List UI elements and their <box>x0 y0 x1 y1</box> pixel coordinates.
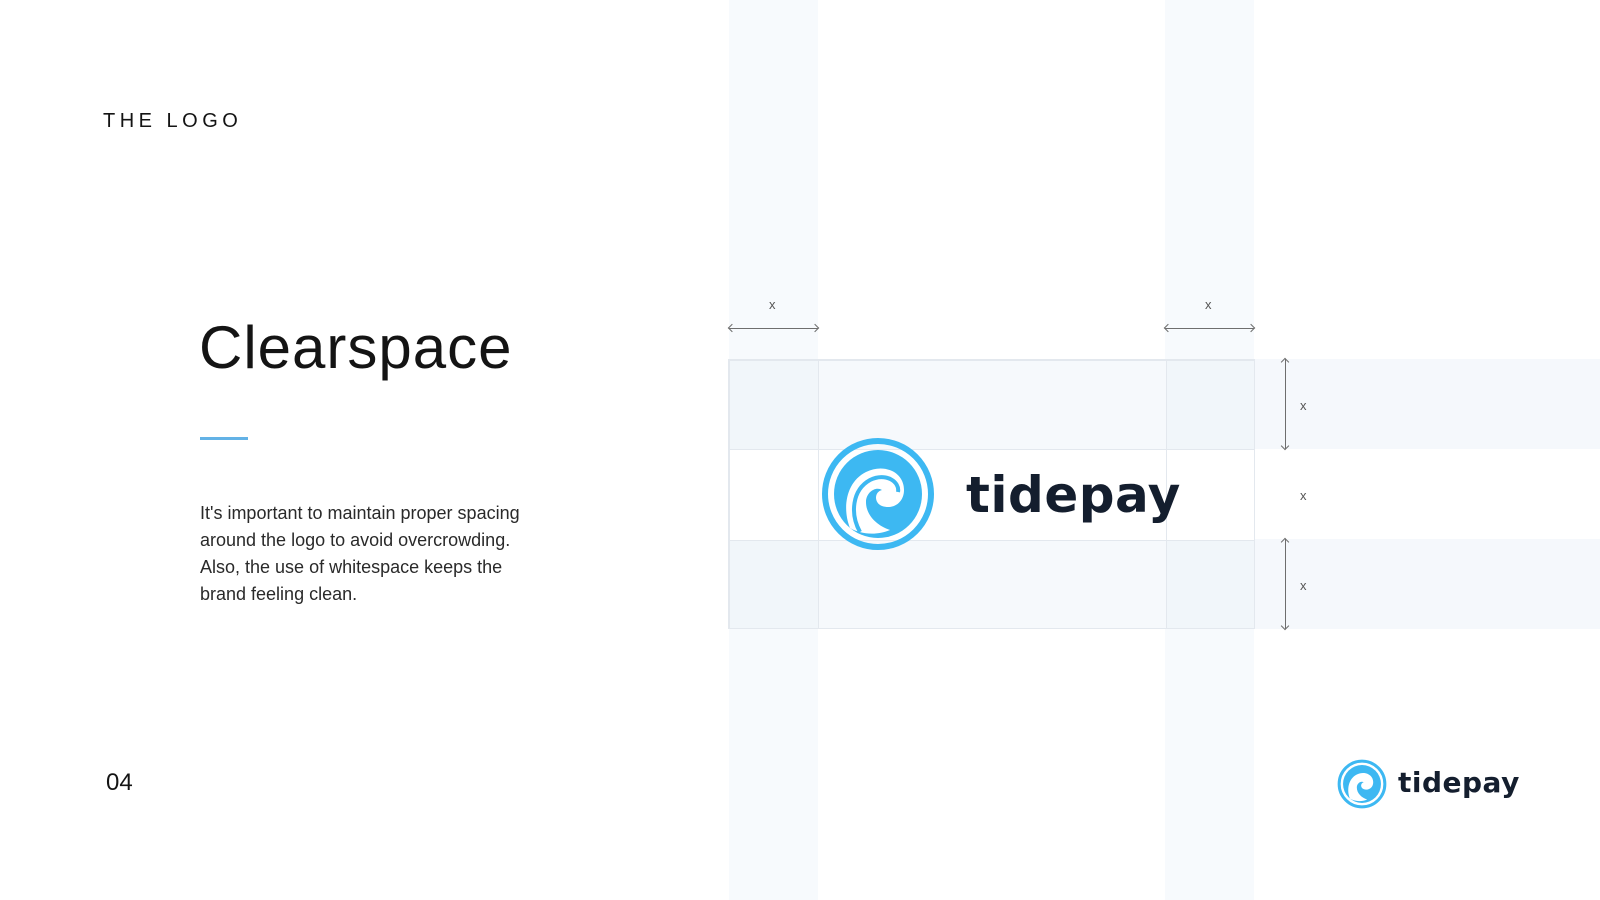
clearspace-band-bottom-row <box>1254 539 1600 629</box>
page-number: 04 <box>106 769 133 796</box>
dimension-label-left: x <box>769 297 776 312</box>
clearspace-band-top-row <box>1254 359 1600 449</box>
section-label: THE LOGO <box>103 110 243 132</box>
clearspace-grid <box>728 359 1255 629</box>
footer-logo-wordmark: tidepay <box>1398 766 1520 799</box>
dimension-arrow-vertical-top <box>1285 359 1286 449</box>
page-title: Clearspace <box>199 314 513 381</box>
title-underline <box>200 437 248 440</box>
footer-wave-circle-icon <box>1337 759 1387 809</box>
dimension-arrow-vertical-bottom <box>1285 539 1286 629</box>
grid-cell-middle-left <box>729 449 819 541</box>
grid-cell-top-right <box>1166 360 1255 450</box>
dimension-label-vertical-bottom: x <box>1300 578 1307 593</box>
grid-cell-bottom-right <box>1166 540 1255 629</box>
wave-circle-icon <box>820 436 936 552</box>
dimension-arrow-right <box>1165 328 1254 329</box>
body-text: It's important to maintain proper spacin… <box>200 503 520 604</box>
logo-wordmark: tidepay <box>966 466 1181 524</box>
grid-cell-top-left <box>729 360 819 450</box>
grid-cell-bottom-center <box>818 540 1167 629</box>
dimension-label-vertical-top: x <box>1300 398 1307 413</box>
dimension-label-right: x <box>1205 297 1212 312</box>
dimension-arrow-left <box>729 328 818 329</box>
grid-cell-bottom-left <box>729 540 819 629</box>
dimension-label-vertical-middle: x <box>1300 488 1307 503</box>
